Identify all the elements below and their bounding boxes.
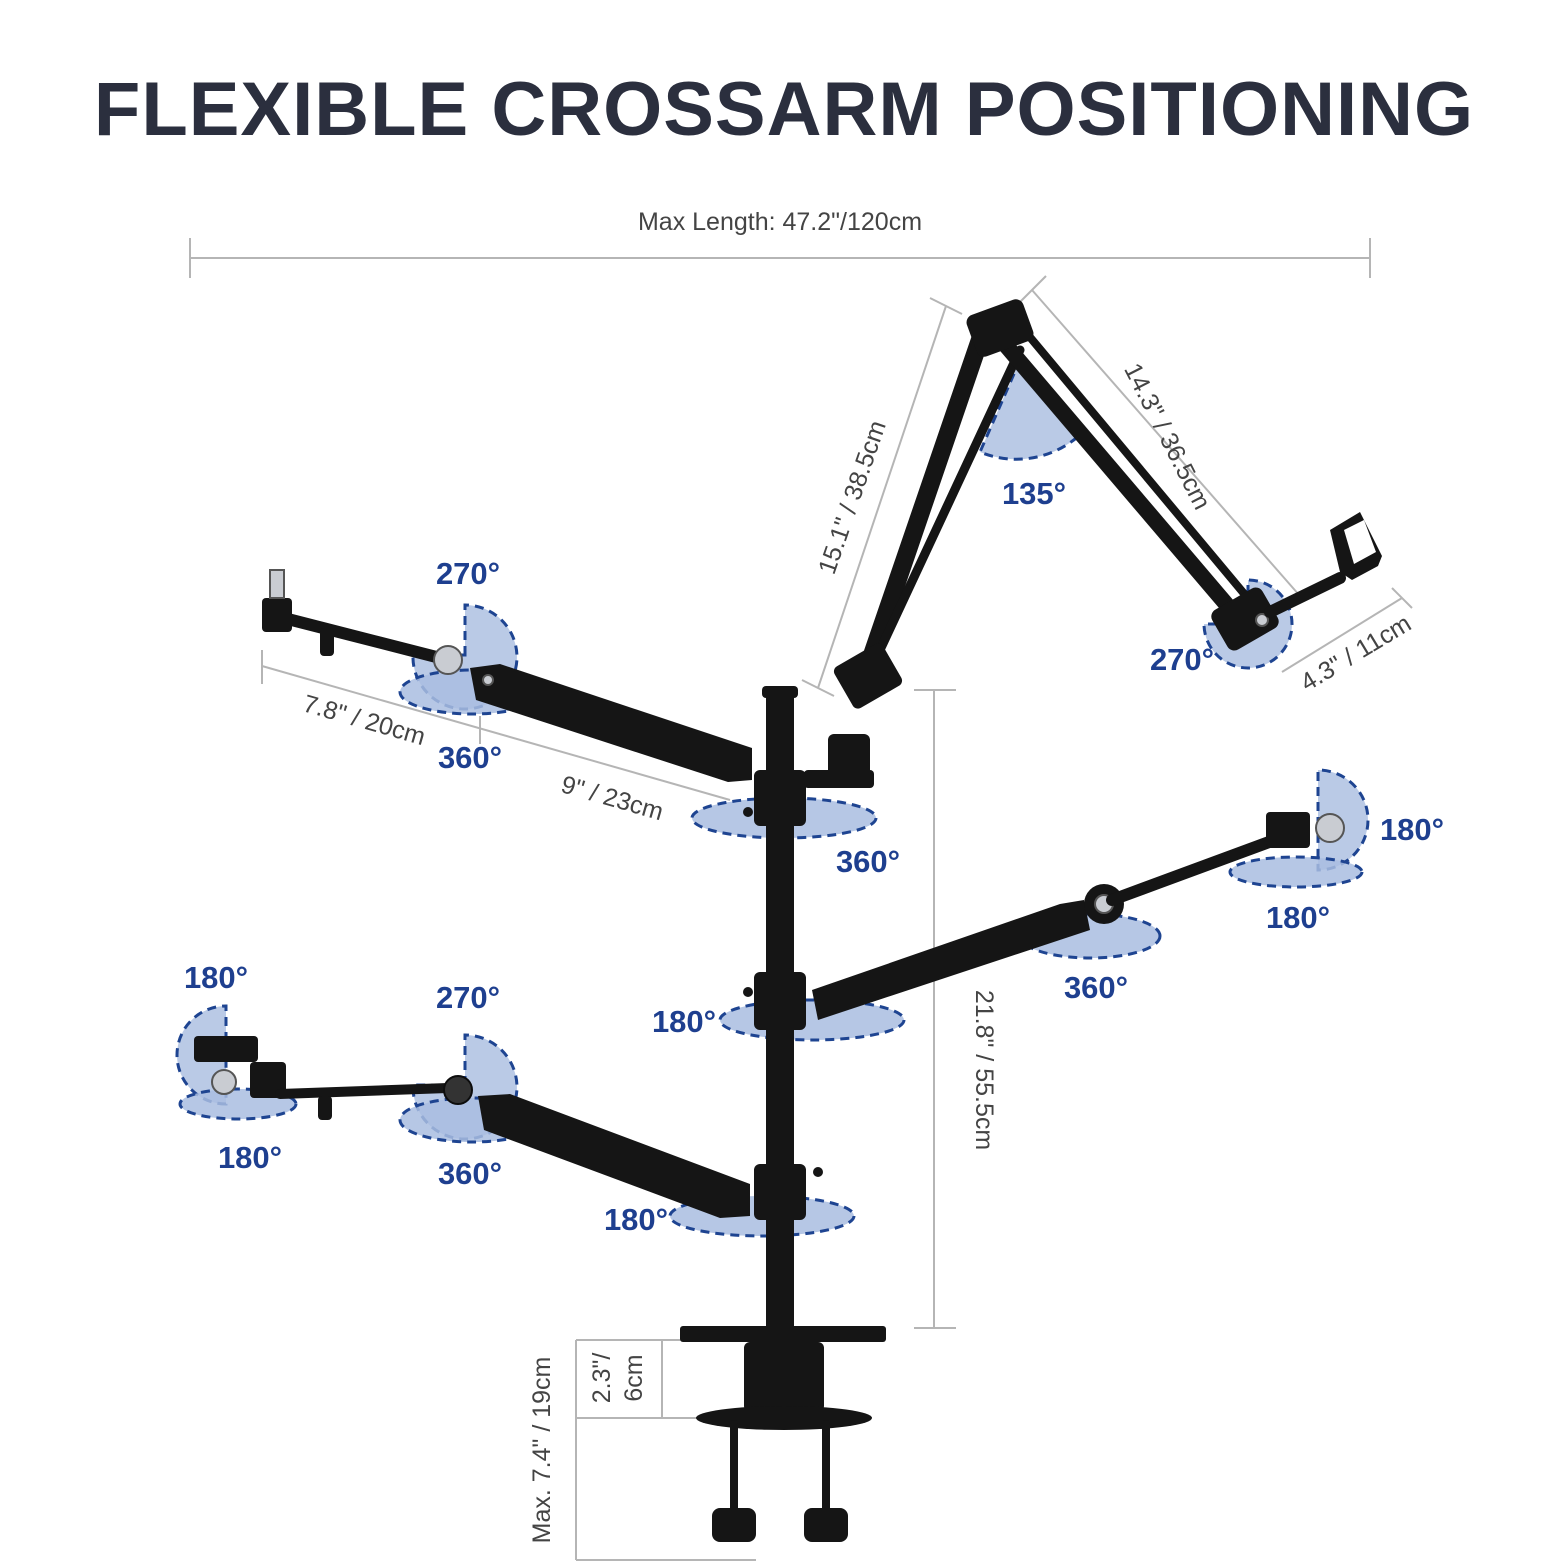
lower-left-swivel-angle: 360° <box>438 1156 502 1191</box>
max-length-dimension: Max Length: 47.2"/120cm <box>189 208 1371 278</box>
upper-left-arm-segment <box>470 664 752 782</box>
angle-labels: 135° 270° 270° 360° 360° 180° 180° 360° … <box>184 476 1444 1237</box>
clamp-knob-right <box>804 1508 848 1542</box>
pole-height-label: 21.8" / 55.5cm <box>970 990 998 1150</box>
lower-left-arm-segment <box>478 1094 750 1218</box>
clamp-gap-line1: 2.3"/ <box>588 1353 616 1404</box>
clamp-dimension: 2.3"/ 6cm Max. 7.4" / 19cm <box>528 1339 756 1561</box>
mic-holder-angle: 270° <box>1150 642 1214 677</box>
boom-elbow <box>966 299 1034 357</box>
top-collar-angle: 360° <box>836 844 900 879</box>
boom-elbow-angle: 135° <box>1002 476 1066 511</box>
clamp-max-label: Max. 7.4" / 19cm <box>528 1357 556 1544</box>
right-tip-bottom-angle: 180° <box>1266 900 1330 935</box>
right-tip-angle: 180° <box>1380 812 1444 847</box>
middle-collar <box>754 972 806 1030</box>
lower-left-tip-bottom-angle: 180° <box>218 1140 282 1175</box>
max-length-label: Max Length: 47.2"/120cm <box>638 208 922 236</box>
right-tip-sector <box>1316 768 1370 872</box>
boom-base-joint <box>833 643 903 709</box>
pole-height-dimension: 21.8" / 55.5cm <box>914 689 998 1329</box>
lower-left-joint-angle: 270° <box>436 980 500 1015</box>
upper-left-joint-angle: 270° <box>436 556 500 591</box>
stand-hardware <box>194 299 1382 1542</box>
mic-holder-sector <box>1202 578 1294 670</box>
upper-left-knob <box>433 645 463 675</box>
middle-collar-ellipse <box>718 998 906 1042</box>
desk-plate <box>680 1326 886 1342</box>
clamp-gap-line2: 6cm <box>620 1354 648 1401</box>
right-arm-segment <box>812 900 1090 1020</box>
lower-left-tip-angle: 180° <box>184 960 248 995</box>
boom-upper-label: 15.1" / 38.5cm <box>813 417 892 578</box>
bottom-collar <box>754 1164 806 1220</box>
bottom-collar-angle: 180° <box>604 1202 668 1237</box>
middle-collar-angle: 180° <box>652 1004 716 1039</box>
mic-holder-joint <box>1211 587 1279 651</box>
right-tip-ellipse <box>1228 855 1364 889</box>
upper-left-mount <box>262 598 292 632</box>
top-collar <box>754 770 806 826</box>
right-tip-mount <box>1266 812 1310 848</box>
right-joint-angle: 360° <box>1064 970 1128 1005</box>
right-tip-knob <box>1315 813 1345 843</box>
mic-clip-dimension: 4.3" / 11cm <box>1281 587 1416 697</box>
lower-left-knob <box>443 1075 473 1105</box>
lower-left-clamp <box>194 1036 258 1062</box>
clamp-plate <box>696 1406 872 1430</box>
upper-left-swivel-angle: 360° <box>438 740 502 775</box>
page-title: FLEXIBLE CROSSARM POSITIONING <box>93 67 1475 152</box>
left-arm-long-label: 9" / 23cm <box>558 770 666 826</box>
clamp-knob-left <box>712 1508 756 1542</box>
clamp-body <box>744 1342 824 1412</box>
